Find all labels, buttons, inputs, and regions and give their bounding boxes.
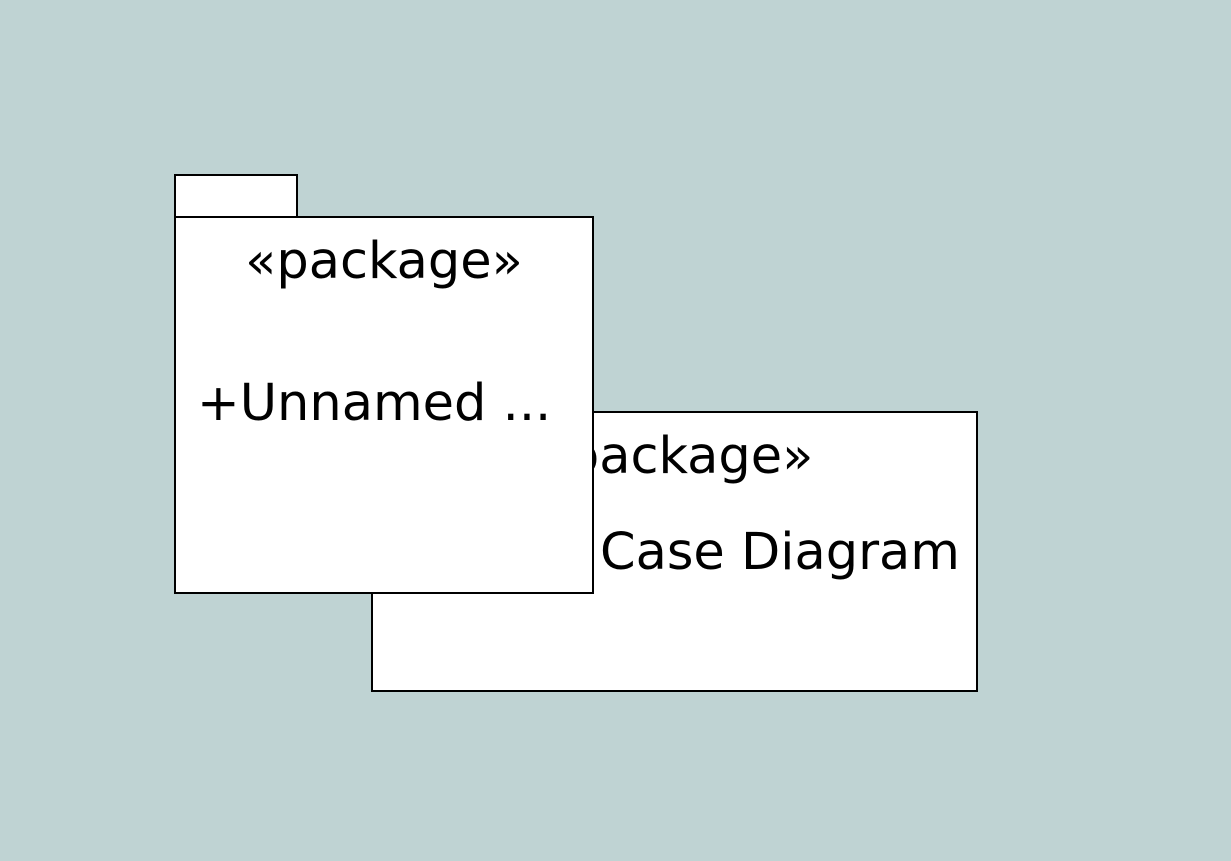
package-stereotype: «package» <box>245 232 523 291</box>
package-name: +Unnamed ... <box>197 374 552 433</box>
package-unnamed[interactable]: «package» +Unnamed ... <box>174 216 594 594</box>
package-tab[interactable] <box>174 174 298 218</box>
